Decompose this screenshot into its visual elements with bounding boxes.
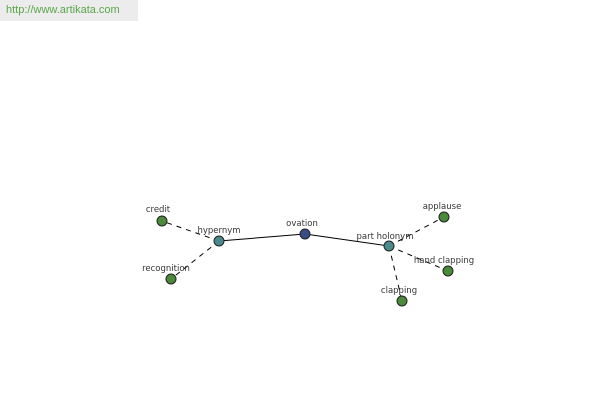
node-credit-dot[interactable] [156,215,168,227]
node-applause-dot[interactable] [438,211,450,223]
node-part-holonym[interactable]: part holonym [357,232,414,252]
edge-part-holonym-hand-clapping [388,245,449,272]
node-ovation-dot[interactable] [299,228,311,240]
node-part-holonym-label: part holonym [357,232,414,242]
node-hypernym[interactable]: hypernym [197,226,241,247]
edge-hypernym-recognition [170,240,220,280]
node-hypernym-label: hypernym [197,226,240,236]
node-ovation-label: ovation [286,219,318,229]
node-recognition[interactable]: recognition [142,264,190,285]
node-credit-label: credit [146,205,171,215]
node-clapping-label: clapping [381,286,417,296]
edge-part-holonym-applause [388,216,445,247]
node-credit[interactable]: credit [146,205,171,227]
node-clapping[interactable]: clapping [381,286,417,307]
node-ovation[interactable]: ovation [286,219,318,240]
node-recognition-dot[interactable] [165,273,177,285]
node-recognition-label: recognition [142,264,190,274]
edge-ovation-part-holonym [304,233,390,247]
node-hand-clapping[interactable]: hand clapping [414,256,474,277]
node-hand-clapping-label: hand clapping [414,256,474,266]
node-clapping-dot[interactable] [396,295,408,307]
source-url-banner[interactable]: http://www.artikata.com [0,0,138,21]
edge-hypernym-credit [161,220,220,242]
edge-ovation-hypernym [218,233,306,242]
node-applause[interactable]: applause [423,202,462,223]
node-applause-label: applause [423,202,462,212]
node-part-holonym-dot[interactable] [383,240,395,252]
node-hypernym-dot[interactable] [213,235,225,247]
node-hand-clapping-dot[interactable] [442,265,454,277]
